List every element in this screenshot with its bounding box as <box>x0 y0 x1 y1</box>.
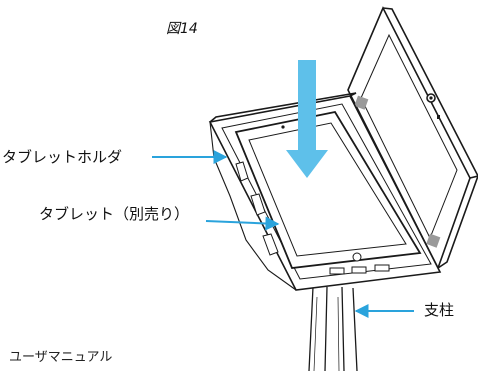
label-tablet-holder: タブレットホルダ <box>2 148 123 166</box>
tablet-home-button-icon <box>352 252 362 262</box>
hinge-block <box>426 233 441 248</box>
tablet-device <box>234 110 422 269</box>
arrow-right-icon <box>205 216 280 231</box>
label-pole: 支柱 <box>424 301 455 319</box>
pole <box>308 286 358 371</box>
tablet-camera-icon <box>281 125 285 129</box>
label-tablet: タブレット（別売り） <box>39 205 190 223</box>
footer-text: ユーザマニュアル <box>9 350 113 365</box>
arrow-down-icon <box>286 60 328 178</box>
holder-lid <box>347 6 478 271</box>
figure-number: 図14 <box>166 21 198 37</box>
hinge-block <box>354 95 369 110</box>
